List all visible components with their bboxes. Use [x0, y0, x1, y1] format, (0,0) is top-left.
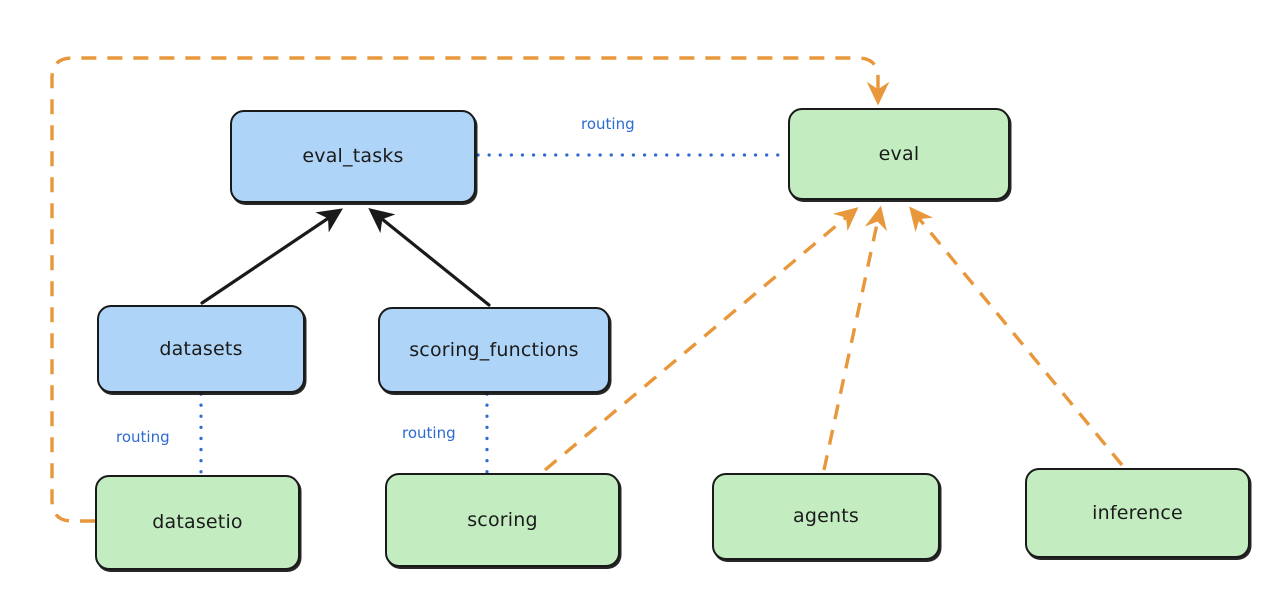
node-scoring-label: scoring — [467, 508, 538, 531]
edge-inference-to-eval — [909, 206, 1124, 467]
node-datasets-label: datasets — [159, 337, 243, 360]
node-agents[interactable]: agents — [712, 473, 940, 560]
node-scoring[interactable]: scoring — [385, 473, 620, 567]
edge-datasetio-to-eval — [50, 56, 890, 523]
edge-scoring_functions-to-eval_tasks — [368, 207, 491, 307]
node-inference-label: inference — [1092, 501, 1183, 524]
node-datasetio-label: datasetio — [152, 511, 243, 534]
node-agents-label: agents — [793, 505, 859, 528]
node-datasets[interactable]: datasets — [97, 305, 305, 393]
edge-agents-to-eval — [822, 205, 888, 471]
edge-label-routing-eval-tasks: routing — [578, 115, 638, 133]
edge-label-routing-datasets: routing — [113, 428, 173, 446]
node-inference[interactable]: inference — [1025, 468, 1250, 558]
node-eval-label: eval — [878, 142, 920, 165]
node-eval[interactable]: eval — [788, 108, 1010, 200]
node-eval-tasks-label: eval_tasks — [302, 145, 404, 168]
node-scoring-functions[interactable]: scoring_functions — [378, 307, 610, 393]
node-eval-tasks[interactable]: eval_tasks — [230, 110, 476, 203]
node-scoring-functions-label: scoring_functions — [409, 338, 579, 361]
node-datasetio[interactable]: datasetio — [95, 475, 300, 570]
edge-label-routing-scoring-functions: routing — [399, 424, 459, 442]
edge-datasets-to-eval_tasks — [200, 208, 343, 305]
